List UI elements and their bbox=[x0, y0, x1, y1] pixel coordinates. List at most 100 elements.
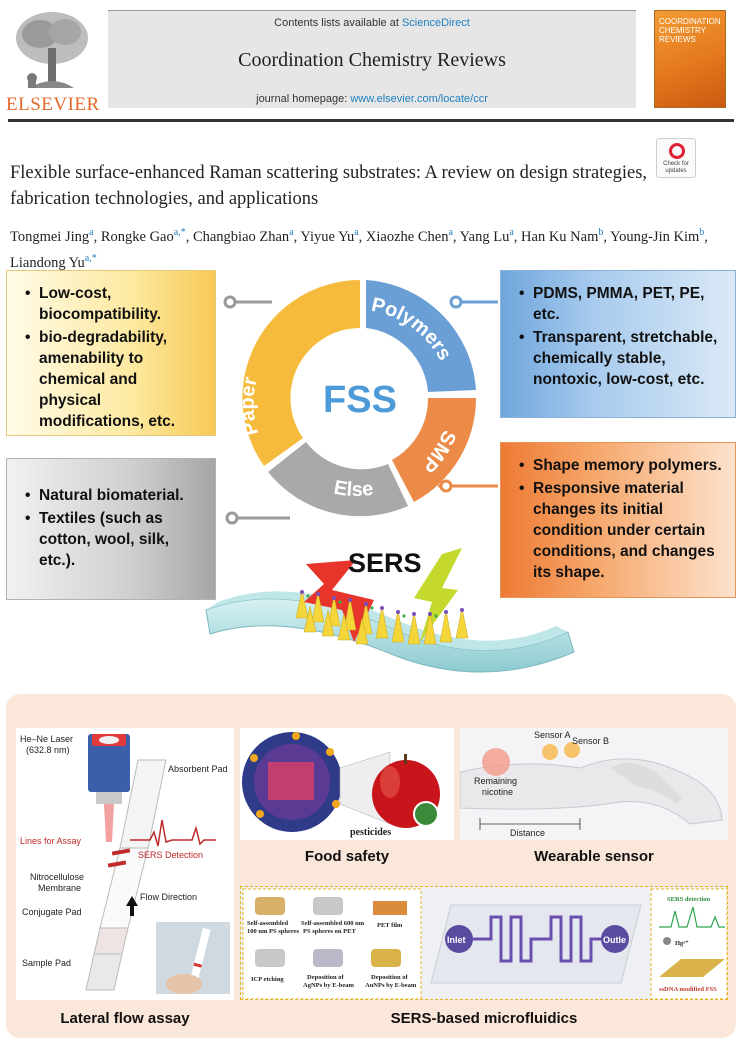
inlet-label: Inlet bbox=[447, 935, 466, 945]
paper-segment bbox=[242, 280, 360, 466]
sensor-b-dot bbox=[564, 742, 580, 758]
micro-step-label: 100 nm PS spheres bbox=[247, 928, 300, 935]
nanostructure-array bbox=[295, 589, 469, 645]
author-affiliation[interactable]: a,* bbox=[84, 252, 97, 264]
author-name[interactable]: Tongmei Jing bbox=[10, 228, 90, 245]
outlet-port bbox=[601, 925, 629, 953]
else-connector-dot bbox=[225, 511, 239, 525]
polymer-properties-panel: PDMS, PMMA, PET, PE, etc. Transparent, s… bbox=[500, 270, 736, 418]
author-name[interactable]: Changbiao Zhan bbox=[192, 228, 290, 245]
wearable-sensor-image: Sensor A Sensor B Remaining nicotine Dis… bbox=[460, 728, 728, 840]
micro-step-label: ICP etching bbox=[251, 976, 284, 983]
author-name[interactable]: Xiaozhe Chen bbox=[365, 228, 449, 245]
paper-point: Low-cost, biocompatibility. bbox=[25, 283, 203, 325]
else-segment bbox=[268, 442, 408, 517]
check-updates-icon bbox=[669, 143, 685, 159]
else-label: Else bbox=[332, 477, 374, 501]
sers-label: SERS bbox=[348, 548, 422, 578]
header-divider bbox=[8, 119, 734, 122]
author-name[interactable]: Young-Jin Kim bbox=[610, 228, 700, 245]
micro-step-label: AgNPs by E-beam bbox=[303, 982, 355, 989]
journal-name: Coordination Chemistry Reviews bbox=[238, 49, 506, 71]
polymers-segment bbox=[366, 280, 476, 392]
paper-properties-panel: Low-cost, biocompatibility. bio-degradab… bbox=[6, 270, 216, 436]
else-point: Textiles (such as cotton, wool, silk, et… bbox=[25, 508, 203, 571]
check-for-updates-badge[interactable]: Check for updates bbox=[656, 138, 696, 178]
molecule-dots-green bbox=[306, 594, 438, 618]
micro-step-label: Self-assembled bbox=[247, 920, 289, 927]
author-list: Tongmei Jinga, Rongke Gaoa,*, Changbiao … bbox=[10, 227, 708, 271]
author-name[interactable]: Han Ku Nam bbox=[521, 228, 599, 245]
author-affiliation[interactable]: b bbox=[699, 227, 705, 238]
sensor-a-label: Sensor A bbox=[534, 730, 571, 740]
sers-spectrum-line bbox=[130, 819, 216, 847]
author-affiliation[interactable]: a bbox=[289, 227, 294, 238]
lfa-detection-label: SERS Detection bbox=[138, 850, 203, 860]
sensor-b-label: Sensor B bbox=[572, 736, 609, 746]
author-name[interactable]: Rongke Gao bbox=[100, 228, 174, 245]
microfluidics-image: Self-assembled 100 nm PS spheres Self-as… bbox=[240, 886, 728, 1000]
lfa-absorbent-label: Absorbent Pad bbox=[168, 764, 228, 774]
else-point: Natural biomaterial. bbox=[25, 485, 203, 506]
molecule-dots bbox=[300, 590, 464, 616]
smp-point: Shape memory polymers. bbox=[519, 455, 723, 476]
author-affiliation[interactable]: a bbox=[509, 227, 514, 238]
lfa-nitro-label-2: Membrane bbox=[38, 883, 81, 893]
author-affiliation[interactable]: b bbox=[598, 227, 604, 238]
lateral-flow-assay-image: He–Ne Laser (632.8 nm) Absorbent Pad Lin… bbox=[16, 728, 234, 1000]
green-laser-bolt-icon bbox=[414, 548, 462, 642]
author-affiliation[interactable]: a bbox=[448, 227, 453, 238]
remaining-label: Remaining bbox=[474, 776, 517, 786]
polymer-point: PDMS, PMMA, PET, PE, etc. bbox=[519, 283, 723, 325]
journal-header: Contents lists available at ScienceDirec… bbox=[108, 10, 636, 108]
homepage-link[interactable]: www.elsevier.com/locate/ccr bbox=[350, 93, 488, 105]
else-properties-panel: Natural biomaterial. Textiles (such as c… bbox=[6, 458, 216, 600]
author-name[interactable]: Yang Lu bbox=[459, 228, 510, 245]
pesticides-label: pesticides bbox=[350, 827, 391, 838]
author-affiliation[interactable]: a bbox=[89, 227, 94, 238]
outlet-label: Outle bbox=[603, 935, 626, 945]
micro-step-label: Deposition of bbox=[371, 974, 408, 981]
flow-arrow-icon bbox=[126, 896, 138, 916]
author-affiliation[interactable]: a,* bbox=[173, 227, 186, 238]
lfa-wavelength-label: (632.8 nm) bbox=[26, 745, 70, 755]
elsevier-logo: ELSEVIER bbox=[6, 8, 99, 115]
fss-center-label: FSS bbox=[323, 379, 397, 421]
food-safety-image: pesticides bbox=[240, 728, 454, 840]
laser-body-icon bbox=[88, 734, 130, 792]
sers-substrate-illustration bbox=[205, 548, 575, 673]
remaining-nicotine-spot bbox=[482, 748, 510, 776]
distance-label: Distance bbox=[510, 828, 545, 838]
lateral-flow-caption: Lateral flow assay bbox=[60, 1010, 190, 1027]
lfa-nitro-label-1: Nitrocellulose bbox=[30, 872, 84, 882]
mercury-ion-label: Hg²⁺ bbox=[675, 940, 689, 947]
check-badge-label: Check for updates bbox=[663, 161, 689, 174]
smp-properties-panel: Shape memory polymers. Responsive materi… bbox=[500, 442, 736, 598]
paper-point: bio-degradability, amenability to chemic… bbox=[25, 327, 203, 432]
author-affiliation[interactable]: a bbox=[354, 227, 359, 238]
laser-beam bbox=[104, 804, 114, 842]
microfluidics-caption: SERS-based microfluidics bbox=[390, 1010, 578, 1027]
sciencedirect-link[interactable]: ScienceDirect bbox=[401, 17, 470, 29]
paper-connector-dot bbox=[223, 295, 237, 309]
sensor-a-dot bbox=[542, 744, 558, 760]
author-name[interactable]: Liandong Yu bbox=[10, 254, 85, 271]
elsevier-tree-icon bbox=[10, 8, 94, 90]
author-name[interactable]: Yiyue Yu bbox=[300, 228, 355, 245]
sers-detection-label: SERS detection bbox=[667, 896, 711, 903]
journal-cover[interactable]: COORDINATION CHEMISTRY REVIEWS bbox=[654, 10, 726, 108]
smp-segment bbox=[392, 398, 477, 502]
smp-connector-dot bbox=[439, 479, 453, 493]
homepage-line: journal homepage: www.elsevier.com/locat… bbox=[108, 93, 636, 105]
publisher-name: ELSEVIER bbox=[6, 94, 100, 115]
lfa-conjugate-label: Conjugate Pad bbox=[22, 907, 82, 917]
polymer-connector-dot bbox=[449, 295, 463, 309]
micro-step-label: Deposition of bbox=[307, 974, 344, 981]
micro-step-label: PS spheres on PET bbox=[303, 928, 356, 935]
contents-prefix: Contents lists available at bbox=[274, 17, 402, 29]
lfa-laser-label: He–Ne Laser bbox=[20, 734, 73, 744]
micro-step-label: Self-assembled 600 nm bbox=[301, 920, 365, 927]
food-safety-caption: Food safety bbox=[304, 848, 390, 865]
polymer-point: Transparent, stretchable, chemically sta… bbox=[519, 327, 723, 390]
nicotine-label: nicotine bbox=[482, 787, 513, 797]
